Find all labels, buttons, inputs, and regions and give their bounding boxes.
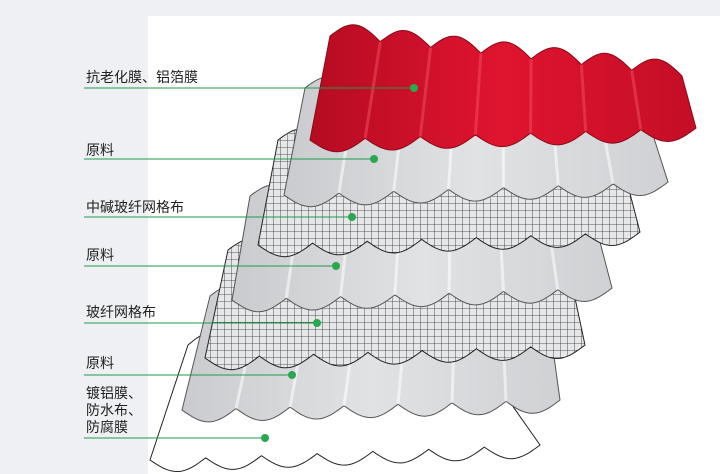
label-glass-fiber-mesh: 玻纤网格布 (86, 305, 156, 321)
leader-raw-material-2-dot (332, 262, 340, 270)
leader-glass-fiber-mesh-dot (313, 319, 321, 327)
layer-anti-aging-film-ridge (630, 70, 643, 130)
leader-raw-material-1-dot (370, 155, 378, 163)
label-waterproof-cloth: 防水布、 (86, 403, 142, 419)
label-raw-material-3: 原料 (86, 356, 114, 372)
layer-anti-aging-film-ridge (363, 41, 382, 139)
layer-anti-aging-film-ridge (579, 64, 588, 132)
layer-anti-aging-film (309, 24, 697, 153)
label-raw-material-1: 原料 (86, 143, 114, 159)
layer-anti-aging-film-ridge (418, 47, 433, 137)
leader-bottom-films-dot (261, 434, 269, 442)
leader-medium-alkali-mesh-dot (348, 213, 356, 221)
label-medium-alkali-glass-fiber-mesh: 中碱玻纤网格布 (86, 200, 184, 216)
layer-anti-aging-film-ridge (529, 58, 533, 134)
label-anti-aging-film: 抗老化膜、铝箔膜 (86, 70, 198, 86)
label-anticorrosion-film: 防腐膜 (86, 420, 128, 436)
label-bottom-films: 镀铝膜、 防水布、 防腐膜 (86, 386, 156, 437)
label-aluminized-film: 镀铝膜、 (86, 386, 142, 402)
label-raw-material-2: 原料 (86, 248, 114, 264)
leader-raw-material-3-dot (288, 371, 296, 379)
leader-anti-aging-film-dot (410, 84, 418, 92)
layer-anti-aging-film-ridge (473, 53, 483, 135)
